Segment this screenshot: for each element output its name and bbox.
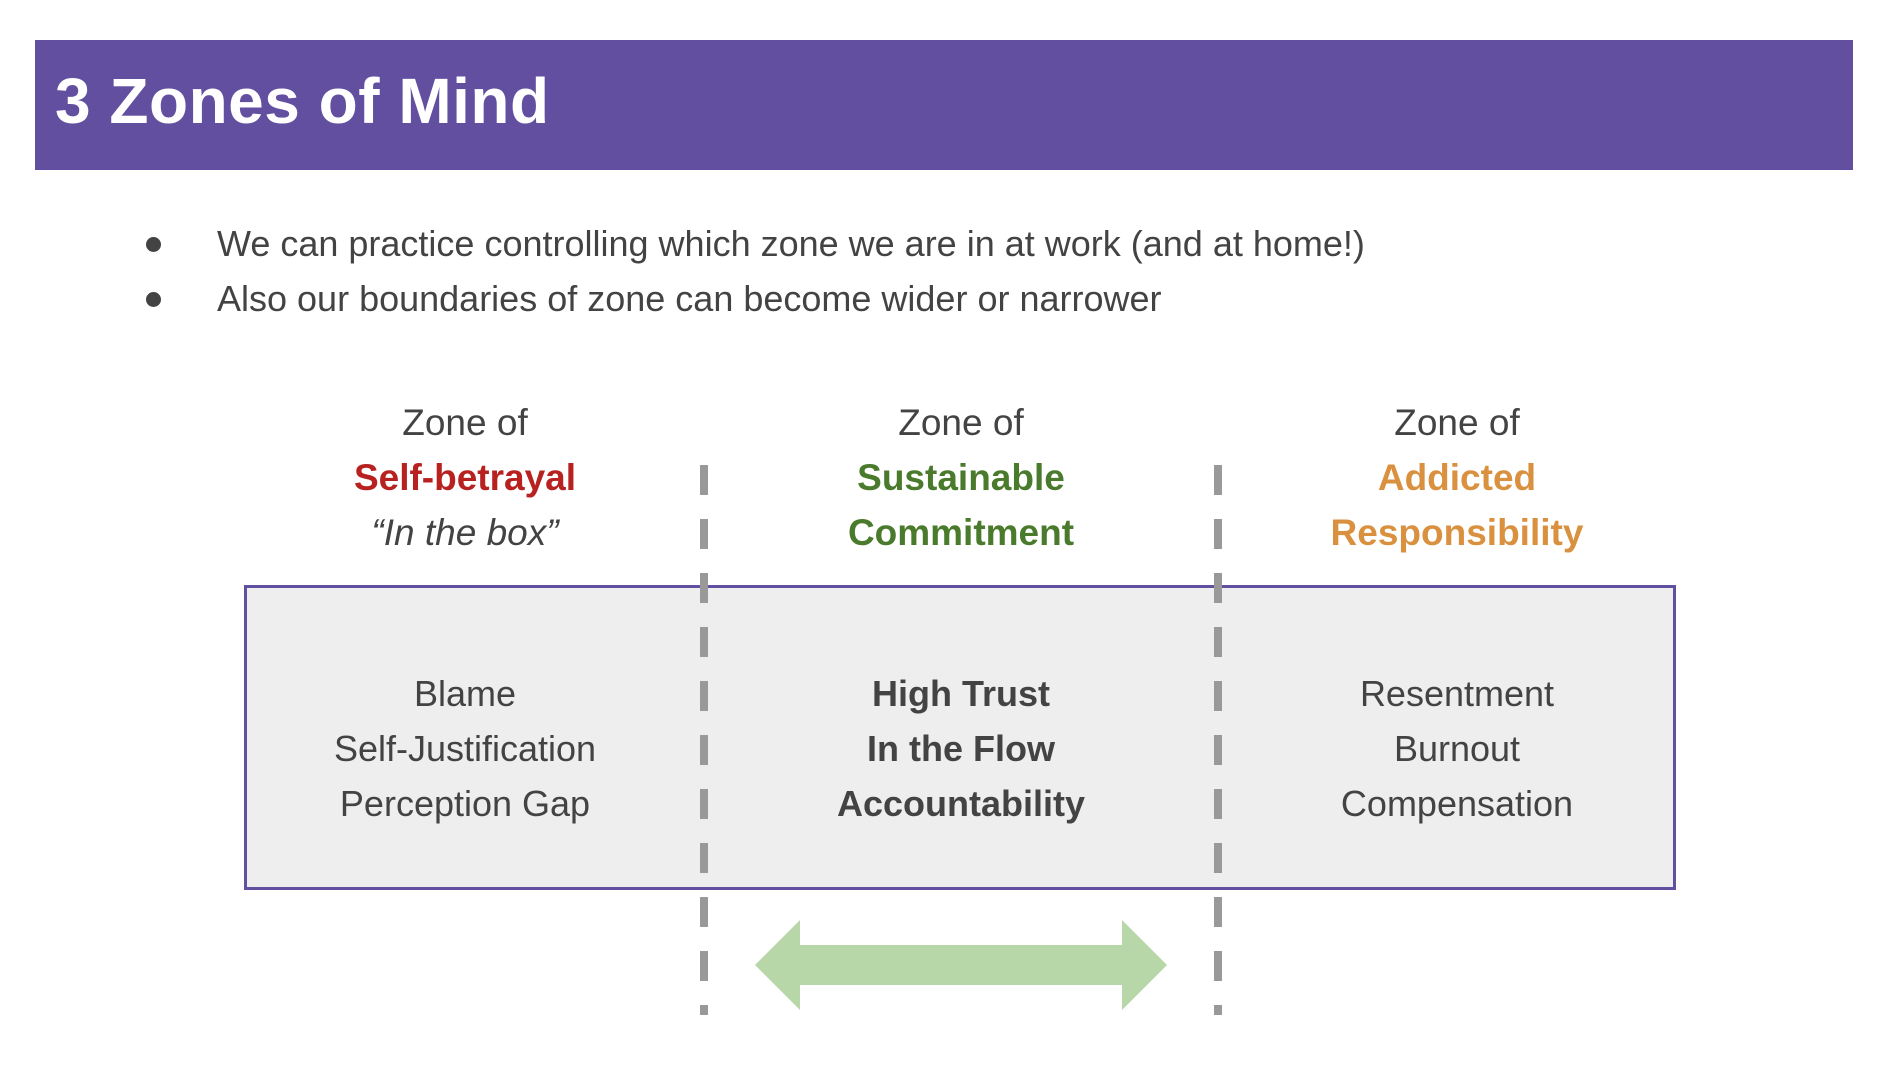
zone-header-self-betrayal: Zone of Self-betrayal “In the box”	[215, 395, 715, 560]
zone-subtitle: “In the box”	[371, 512, 559, 553]
zone-name: Self-betrayal	[353, 457, 577, 498]
zone-item: Compensation	[1340, 783, 1574, 824]
bullet-dot-icon	[146, 292, 161, 307]
bullet-item: Also our boundaries of zone can become w…	[142, 271, 1365, 326]
zone-item: Self-Justification	[333, 728, 597, 769]
bullet-text: Also our boundaries of zone can become w…	[217, 278, 1162, 319]
zone-prefix: Zone of	[402, 402, 528, 443]
zone-item: Resentment	[1359, 673, 1555, 714]
bullet-dot-icon	[146, 237, 161, 252]
zone-name-line-1: Addicted	[1377, 457, 1537, 498]
bullet-text: We can practice controlling which zone w…	[217, 223, 1365, 264]
bullet-item: We can practice controlling which zone w…	[142, 216, 1365, 271]
title-bar: 3 Zones of Mind	[35, 40, 1853, 170]
zones-box	[244, 585, 1676, 890]
zone-item: High Trust	[872, 673, 1050, 714]
zone-item: Accountability	[836, 783, 1086, 824]
bullet-list: We can practice controlling which zone w…	[142, 216, 1365, 326]
zone-item: Burnout	[1393, 728, 1521, 769]
zone-items-sustainable-commitment: High Trust In the Flow Accountability	[711, 666, 1211, 831]
zone-header-addicted-responsibility: Zone of Addicted Responsibility	[1207, 395, 1707, 560]
double-arrow-icon	[755, 920, 1167, 1010]
zone-items-addicted-responsibility: Resentment Burnout Compensation	[1207, 666, 1707, 831]
zone-header-sustainable-commitment: Zone of Sustainable Commitment	[711, 395, 1211, 560]
zone-prefix: Zone of	[1394, 402, 1520, 443]
zone-item: In the Flow	[867, 728, 1055, 769]
zone-prefix: Zone of	[898, 402, 1024, 443]
slide-title: 3 Zones of Mind	[55, 65, 550, 137]
zone-items-self-betrayal: Blame Self-Justification Perception Gap	[215, 666, 715, 831]
zone-item: Perception Gap	[339, 783, 591, 824]
zone-name-line-1: Sustainable	[857, 457, 1065, 498]
zone-item: Blame	[413, 673, 517, 714]
zone-name-line-2: Commitment	[847, 512, 1075, 553]
zone-name-line-2: Responsibility	[1330, 512, 1584, 553]
